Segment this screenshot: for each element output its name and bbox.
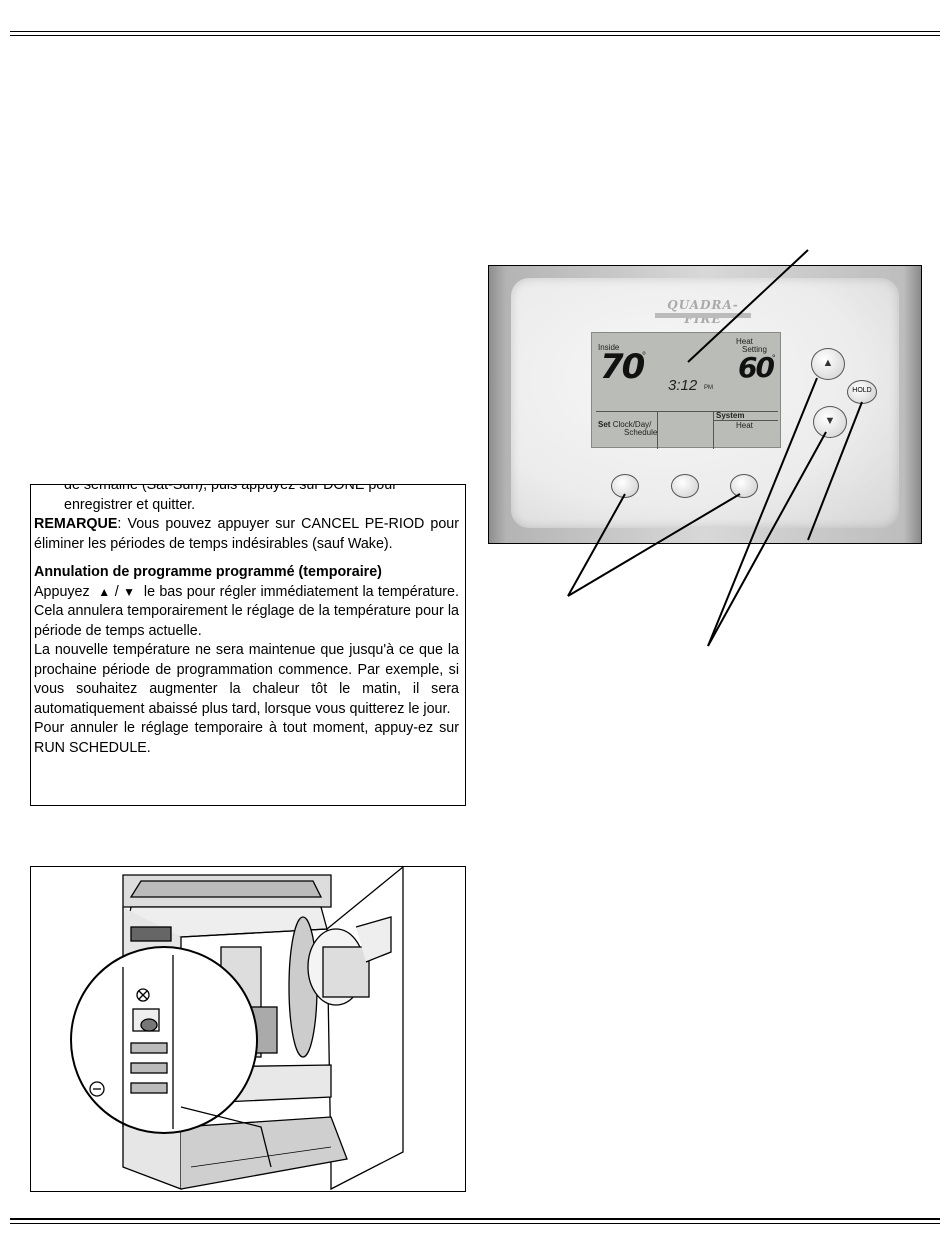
soft-button-left[interactable]	[611, 474, 639, 498]
inside-label: Inside	[598, 343, 620, 352]
down-arrow-icon: ▼	[123, 584, 136, 599]
inside-temperature: 70	[600, 347, 645, 387]
clock-day-schedule-cell: Set Clock/Day/ Schedule	[596, 411, 658, 449]
bottom-rule	[10, 1218, 940, 1220]
thermostat-display: Inside 70 ° 3:12 PM Heat Setting 60 ° Se…	[591, 332, 781, 449]
set-label: Set	[598, 420, 611, 429]
cut-off-line: de semaine (Sat-Sun), puis appuyez sur D…	[64, 484, 397, 493]
press-paragraph: Appuyez ▲ / ▼ le bas pour régler immédia…	[34, 583, 459, 639]
top-rule	[10, 31, 940, 32]
middle-cell	[658, 411, 714, 449]
system-cell: System Heat	[714, 411, 778, 449]
inside-degree: °	[642, 351, 646, 362]
schedule-label: Schedule	[624, 428, 658, 437]
clock-time: 3:12	[668, 377, 698, 394]
temp-down-button[interactable]: ▼	[813, 406, 847, 438]
up-arrow-icon: ▲	[822, 357, 834, 369]
set-temperature: 60	[738, 351, 775, 384]
note-paragraph: REMARQUE: Vous pouvez appuyer sur CANCEL…	[34, 515, 459, 554]
hold-button[interactable]: HOLD	[847, 380, 877, 404]
thermostat-figure: QUADRA-FIRE Inside 70 ° 3:12 PM Heat Set…	[488, 265, 922, 544]
french-instructions-box: de semaine (Sat-Sun), puis appuyez sur D…	[30, 484, 466, 806]
system-label: System	[716, 411, 745, 420]
note-label: REMARQUE	[34, 516, 118, 532]
top-rule-2	[10, 35, 940, 36]
override-heading: Annulation de programme programmé (tempo…	[34, 564, 382, 580]
note-text: : Vous pouvez appuyer sur CANCEL PE-RIOD…	[34, 516, 459, 552]
clock-day-label: Clock/Day/	[612, 420, 652, 429]
heat-mode-label: Heat	[736, 421, 753, 430]
stove-drawing	[70, 867, 404, 1191]
soft-button-right[interactable]	[730, 474, 758, 498]
save-line: enregistrer et quitter.	[64, 496, 196, 513]
thermostat-body: QUADRA-FIRE Inside 70 ° 3:12 PM Heat Set…	[511, 278, 899, 528]
pm-indicator: PM	[704, 385, 713, 391]
bottom-rule-2	[10, 1223, 940, 1224]
set-degree: °	[772, 353, 776, 363]
temp-up-button[interactable]: ▲	[811, 348, 845, 380]
stove-illustration-figure	[30, 866, 466, 1192]
cancel-paragraph: Pour annuler le réglage temporaire à tou…	[34, 720, 459, 756]
soft-button-middle[interactable]	[671, 474, 699, 498]
down-arrow-icon: ▼	[824, 415, 836, 427]
maintain-paragraph: La nouvelle température ne sera maintenu…	[34, 642, 459, 717]
brand-underline	[655, 313, 751, 318]
up-arrow-icon: ▲	[98, 584, 111, 599]
